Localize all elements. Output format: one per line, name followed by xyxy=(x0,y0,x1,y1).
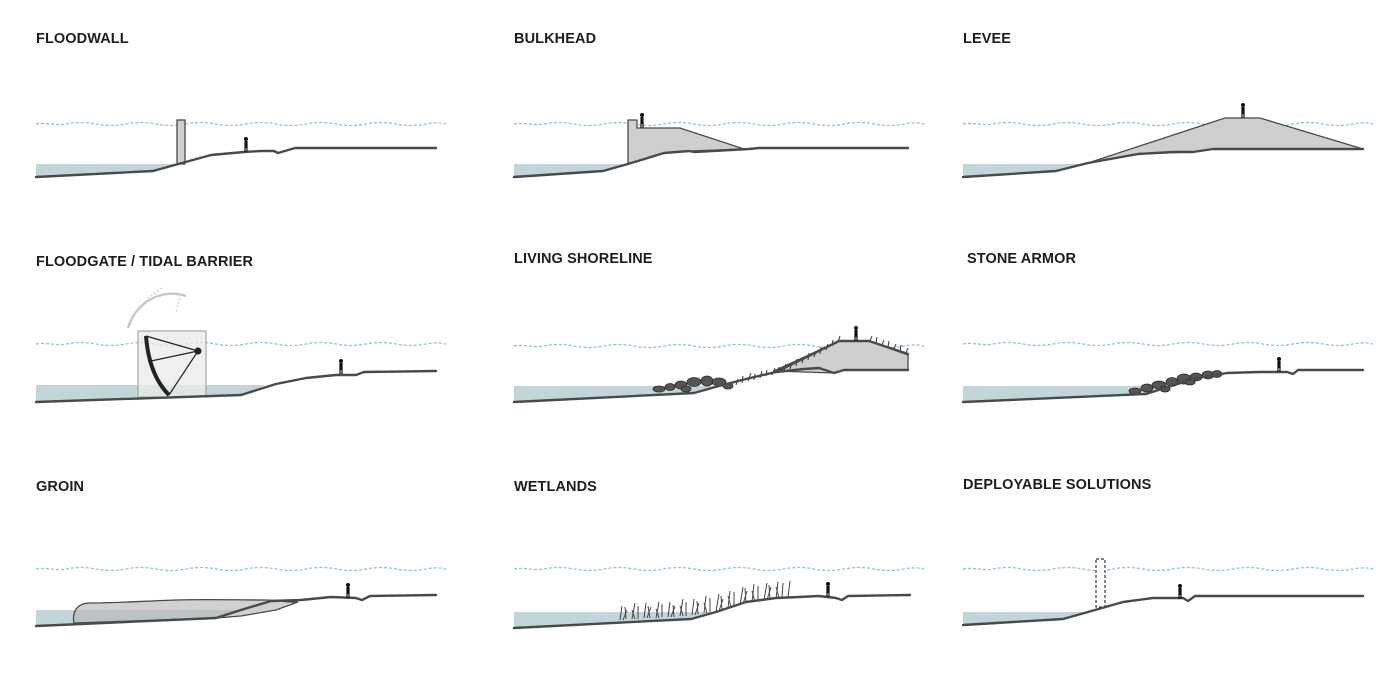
panel-title: GROIN xyxy=(36,479,85,495)
panel-title: FLOODWALL xyxy=(36,31,129,47)
floodwall-structure xyxy=(176,119,186,165)
flood-level-line xyxy=(35,341,447,347)
panel-title: FLOODGATE / TIDAL BARRIER xyxy=(36,254,254,270)
panel-deployable: DEPLOYABLE SOLUTIONS xyxy=(961,477,1400,692)
ground-profile xyxy=(512,593,912,630)
flood-level-line xyxy=(513,121,925,127)
bulkhead-structure xyxy=(627,119,745,165)
water-body xyxy=(514,164,628,177)
ground-profile xyxy=(34,369,438,404)
person-icon xyxy=(346,583,350,598)
levee-section-diagram xyxy=(961,103,1374,179)
water-body xyxy=(963,386,1171,402)
panel-title: WETLANDS xyxy=(514,479,597,495)
panel-living-shoreline: LIVING SHORELINE xyxy=(512,251,954,466)
person-icon xyxy=(640,113,644,128)
wetland-grass xyxy=(619,580,791,621)
bulkhead-section-diagram xyxy=(512,113,925,179)
deployable-barrier xyxy=(1095,558,1106,608)
person-icon xyxy=(339,359,343,374)
person-icon xyxy=(244,137,248,152)
ground-profile xyxy=(512,146,910,179)
panel-groin: GROIN xyxy=(34,479,476,694)
panel-levee: LEVEE xyxy=(961,31,1400,246)
panel-title: DEPLOYABLE SOLUTIONS xyxy=(963,477,1152,493)
person-icon xyxy=(826,582,830,597)
tidal-gate xyxy=(144,335,202,397)
riprap-stones xyxy=(652,375,734,393)
water-body xyxy=(963,164,1081,177)
ground-profile xyxy=(512,366,910,404)
ground-profile xyxy=(34,146,438,179)
floodwall-section-diagram xyxy=(34,119,447,179)
person-icon xyxy=(1178,584,1182,599)
water-body xyxy=(36,164,178,177)
person-icon xyxy=(1241,103,1245,118)
water-body xyxy=(963,612,1088,625)
panel-title: BULKHEAD xyxy=(514,31,597,47)
panel-wetlands: WETLANDS xyxy=(512,479,954,694)
berm-slope-line xyxy=(774,339,910,374)
person-icon xyxy=(1277,357,1281,372)
wetlands-section-diagram xyxy=(512,566,925,630)
stone-armor-section-diagram xyxy=(961,341,1374,404)
ground-profile xyxy=(34,593,438,628)
panel-title: LIVING SHORELINE xyxy=(514,251,653,267)
water-body xyxy=(514,612,716,628)
panel-floodgate: FLOODGATE / TIDAL BARRIER xyxy=(34,254,476,469)
groin-structure xyxy=(72,598,299,624)
flood-level-line xyxy=(962,341,1374,347)
floodgate-section-diagram xyxy=(34,287,447,404)
panel-title: STONE ARMOR xyxy=(967,251,1077,267)
person-icon xyxy=(854,326,858,341)
flood-level-line xyxy=(513,566,925,572)
armor-stones xyxy=(1128,370,1223,395)
panel-stone-armor: STONE ARMOR xyxy=(961,251,1400,466)
ground-profile xyxy=(961,368,1365,404)
groin-section-diagram xyxy=(34,566,447,628)
deployable-section-diagram xyxy=(961,558,1374,627)
panel-title: LEVEE xyxy=(963,31,1012,47)
panel-bulkhead: BULKHEAD xyxy=(512,31,954,246)
ground-profile xyxy=(961,594,1365,627)
gate-rotation-arrow xyxy=(126,292,187,329)
flood-level-line xyxy=(35,566,447,572)
panel-floodwall: FLOODWALL xyxy=(34,31,476,246)
flood-level-line xyxy=(962,566,1374,572)
ground-profile xyxy=(961,147,1365,179)
flood-level-line xyxy=(35,121,447,127)
flood-level-line xyxy=(962,121,1374,127)
living-shoreline-section-diagram xyxy=(512,326,925,404)
